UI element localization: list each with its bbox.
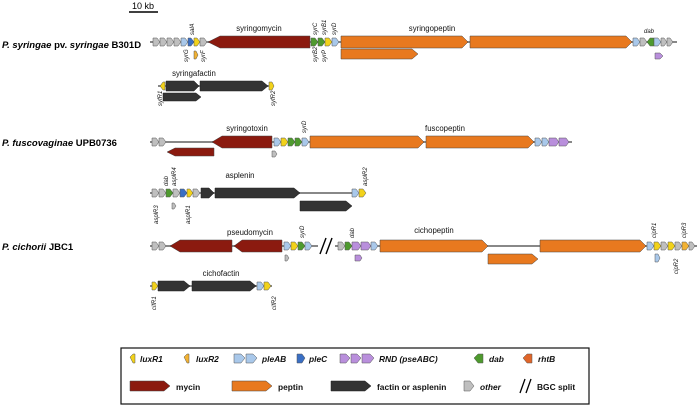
syringomycin-gene bbox=[207, 35, 311, 49]
gene-syrC: syrC bbox=[313, 22, 319, 35]
legend-luxR1: luxR1 bbox=[140, 354, 163, 364]
gene-syrG: syrG bbox=[184, 49, 190, 62]
legend-pleC: pleC bbox=[308, 354, 328, 364]
cluster-label-fuscopeptin: fuscopeptin bbox=[425, 124, 465, 133]
gene-syrF: syrF bbox=[201, 50, 207, 62]
scale-bar-label: 10 kb bbox=[132, 1, 154, 11]
gene-syrP: syrP bbox=[322, 50, 328, 62]
cichofactin-gene-2 bbox=[191, 280, 257, 292]
gene-syrD-2: syrD bbox=[302, 120, 308, 133]
pseudomycin-gene-2 bbox=[233, 239, 283, 253]
cluster-label-cichofactin: cichofactin bbox=[203, 269, 240, 278]
gene-cifR1: cifR1 bbox=[152, 296, 158, 310]
asplenin-gene-1 bbox=[200, 187, 215, 199]
strain-1-name: P. syringae pv. syringae B301D bbox=[2, 40, 141, 51]
cichofactin-locus bbox=[150, 280, 272, 292]
cluster-label-pseudomycin: pseudomycin bbox=[227, 228, 273, 237]
gene-cipR1: cipR1 bbox=[652, 223, 658, 238]
gene-asplR4: asplR4 bbox=[172, 167, 178, 186]
gene-syfR2: syfR2 bbox=[271, 90, 277, 106]
cluster-label-syringomycin: syringomycin bbox=[236, 24, 282, 33]
fuscopeptin-gene-2 bbox=[425, 135, 535, 149]
strain-3-name: P. cichorii JBC1 bbox=[2, 242, 74, 253]
legend-bgc-split: BGC split bbox=[537, 382, 575, 392]
strain-3-main-locus bbox=[150, 237, 697, 265]
cichopeptin-gene-1 bbox=[379, 239, 489, 253]
cichofactin-gene-1 bbox=[157, 280, 191, 292]
gene-syrD-3: syrD bbox=[300, 225, 306, 238]
gene-dab-2: dab bbox=[164, 175, 170, 186]
syringopeptin-gene-2 bbox=[469, 35, 633, 49]
strain-2-name: P. fuscovaginae UPB0736 bbox=[2, 138, 117, 149]
strain-2-main-locus bbox=[150, 135, 572, 158]
gene-dab-3: dab bbox=[350, 227, 356, 238]
syringafactin-locus bbox=[158, 80, 275, 102]
gene-salA: salA bbox=[190, 23, 196, 35]
strain-1-main-locus bbox=[150, 35, 677, 60]
scale-bar: 10 kb bbox=[129, 1, 158, 13]
asplenin-locus bbox=[150, 187, 367, 212]
legend-mycin: mycin bbox=[176, 382, 200, 392]
syringafactin-gene-2 bbox=[199, 80, 269, 92]
legend-pleAB: pleAB bbox=[261, 354, 286, 364]
cluster-label-cichopeptin: cichopeptin bbox=[414, 226, 453, 235]
pseudomycin-gene-1 bbox=[169, 239, 233, 253]
gene-asplR3: asplR3 bbox=[154, 205, 160, 224]
cluster-label-asplenin: asplenin bbox=[225, 171, 254, 180]
gene-asplR2: asplR2 bbox=[363, 167, 369, 186]
legend-peptin: peptin bbox=[278, 382, 303, 392]
gene-syfR1: syfR1 bbox=[158, 91, 164, 106]
legend-rnd: RND (pseABC) bbox=[379, 354, 438, 364]
gene-cifR2: cifR2 bbox=[272, 296, 278, 310]
syringotoxin-gene bbox=[211, 135, 273, 149]
cluster-label-syringopeptin: syringopeptin bbox=[409, 24, 455, 33]
cluster-label-syringotoxin: syringotoxin bbox=[226, 124, 268, 133]
cichopeptin-gene-2 bbox=[539, 239, 647, 253]
legend-other: other bbox=[480, 382, 502, 392]
gene-cipR3: cipR3 bbox=[682, 222, 688, 238]
legend: luxR1 luxR2 pleAB pleC RND (pseABC) dab … bbox=[120, 347, 590, 405]
gene-dab-1: dab bbox=[644, 29, 655, 35]
asplenin-gene-2 bbox=[214, 187, 301, 199]
gene-cipR2: cipR2 bbox=[674, 258, 680, 274]
syringafactin-gene-1 bbox=[165, 80, 200, 92]
gene-syrB2: syrB2 bbox=[313, 46, 319, 62]
legend-rhtB: rhtB bbox=[538, 354, 555, 364]
gene-syrD: syrD bbox=[332, 22, 338, 35]
gene-syrB1: syrB1 bbox=[322, 20, 328, 35]
fuscopeptin-gene-1 bbox=[309, 135, 425, 149]
legend-dab: dab bbox=[489, 354, 504, 364]
gene-asplR1: asplR1 bbox=[186, 205, 192, 224]
legend-luxR2: luxR2 bbox=[196, 354, 219, 364]
syringopeptin-gene-1 bbox=[340, 35, 469, 49]
legend-factin: factin or asplenin bbox=[377, 382, 446, 392]
cluster-label-syringafactin: syringafactin bbox=[172, 69, 216, 78]
